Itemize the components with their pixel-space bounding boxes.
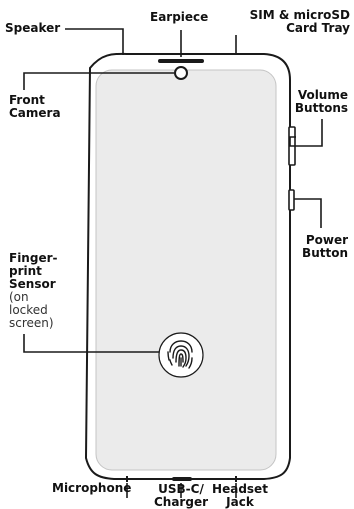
usb-label-line2: Charger — [153, 495, 208, 509]
fingerprint-note-line1: (on — [9, 290, 29, 304]
front-camera-icon — [174, 66, 188, 80]
headset-label-line2: Jack — [226, 495, 254, 509]
volume-buttons-label: Volume Buttons — [280, 89, 348, 115]
fingerprint-note-line3: screen) — [9, 316, 54, 330]
speaker-label: Speaker — [5, 21, 61, 35]
sim-tray-label: SIM & microSD Card Tray — [248, 9, 350, 35]
headset-jack-label: Headset Jack — [212, 483, 268, 509]
fingerprint-icon — [158, 332, 204, 378]
volume-label-line2: Buttons — [294, 101, 348, 115]
fingerprint-label-line2: print — [9, 264, 42, 278]
power-button-label: Power Button — [280, 234, 348, 260]
front-camera-leader — [23, 72, 174, 90]
microphone-label: Microphone — [52, 481, 132, 495]
power-button — [288, 189, 295, 211]
fingerprint-label-line3: Sensor — [9, 277, 56, 291]
power-leader — [294, 198, 322, 228]
headset-label-line1: Headset — [212, 482, 268, 496]
sim-tray-label-line1: SIM & microSD — [249, 8, 350, 22]
power-label-line2: Button — [302, 246, 348, 260]
earpiece-label: Earpiece — [150, 10, 209, 24]
usb-port — [172, 477, 192, 481]
earpiece-slot — [158, 59, 204, 63]
sim-tray-label-line2: Card Tray — [286, 21, 350, 35]
speaker-leader — [65, 28, 124, 55]
fingerprint-sensor-label: Finger- print Sensor (on locked screen) — [9, 252, 57, 330]
front-camera-label: Front Camera — [9, 94, 61, 120]
fingerprint-leader — [23, 334, 164, 353]
front-camera-label-line1: Front — [9, 93, 45, 107]
usb-charger-label: USB-C/ Charger — [146, 483, 216, 509]
fingerprint-note-line2: locked — [9, 303, 48, 317]
volume-leader — [289, 119, 323, 147]
volume-label-line1: Volume — [297, 88, 348, 102]
power-label-line1: Power — [305, 233, 348, 247]
front-camera-label-line2: Camera — [9, 106, 61, 120]
usb-label-line1: USB-C/ — [158, 482, 204, 496]
screen — [95, 69, 277, 471]
fingerprint-label-line1: Finger- — [9, 251, 58, 265]
